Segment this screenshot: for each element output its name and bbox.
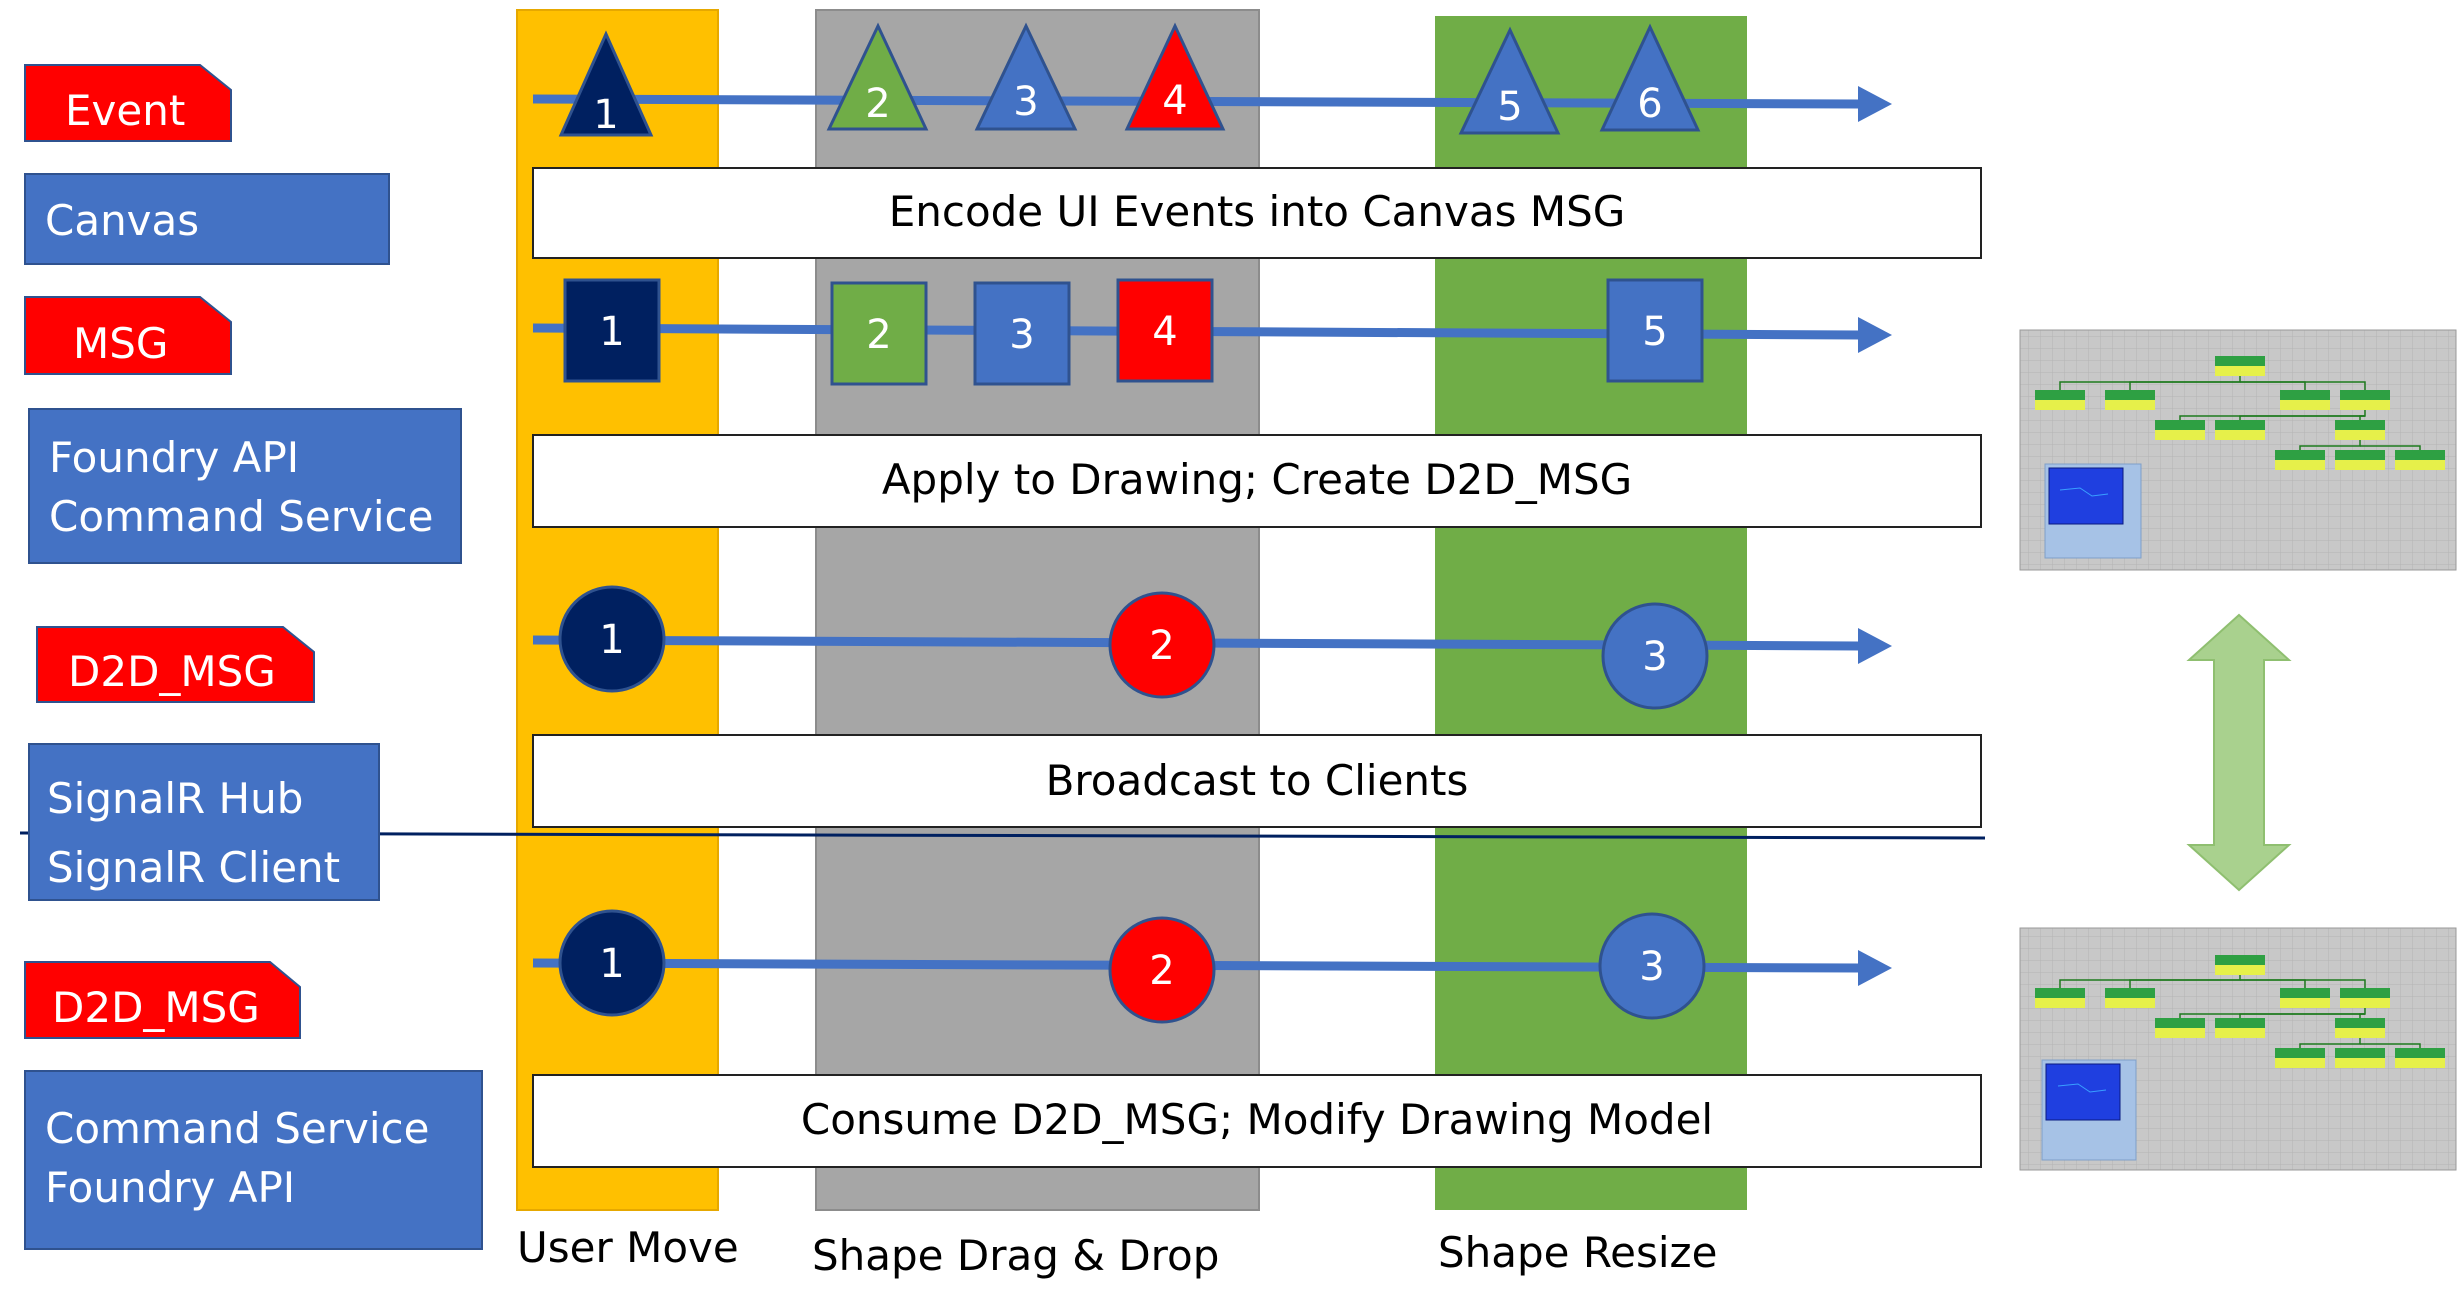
message-square-label: 1 xyxy=(599,309,624,355)
message-square-label: 2 xyxy=(866,312,891,358)
message-square: 5 xyxy=(1606,278,1704,383)
user-move-label: User Move xyxy=(517,1223,739,1272)
message-square-label: 5 xyxy=(1642,309,1667,355)
event-triangle: 5 xyxy=(1458,26,1561,135)
event-triangle-label: 1 xyxy=(593,92,618,138)
hub-d2d-circle-label: 1 xyxy=(599,617,624,663)
message-square: 3 xyxy=(973,281,1071,386)
event-triangle-label: 2 xyxy=(865,81,890,127)
d2d-tag-1 xyxy=(36,626,315,703)
event-tag xyxy=(24,64,232,142)
hub-d2d-circles: 1 2 3 xyxy=(558,585,1709,710)
client-d2d-circle: 2 xyxy=(1108,916,1216,1024)
foundry-command-box xyxy=(28,408,462,564)
event-triangle-label: 4 xyxy=(1162,78,1187,124)
legend: Event Canvas MSG Foundry API Command Ser… xyxy=(24,64,483,1250)
msg-tag xyxy=(24,296,232,375)
event-triangle: 2 xyxy=(826,22,929,131)
foundry-line-2: Command Service xyxy=(49,492,433,541)
drawing-thumbnail-bottom xyxy=(2019,927,2457,1171)
command-foundry-box xyxy=(24,1070,483,1250)
apply-box xyxy=(532,434,1982,528)
event-triangle-label: 6 xyxy=(1637,81,1662,127)
signalr-hub-label: SignalR Hub xyxy=(47,774,303,823)
signalr-client-label: SignalR Client xyxy=(47,843,340,892)
process-boxes: Encode UI Events into Canvas MSG Apply t… xyxy=(532,167,1982,1168)
hub-d2d-circle: 3 xyxy=(1601,602,1709,710)
client-d2d-circle-label: 1 xyxy=(599,941,624,987)
client-d2d-circle-label: 2 xyxy=(1149,948,1174,994)
sync-double-arrow xyxy=(2186,613,2292,892)
hub-d2d-circle-label: 2 xyxy=(1149,623,1174,669)
message-square: 1 xyxy=(563,278,661,383)
apply-label: Apply to Drawing; Create D2D_MSG xyxy=(882,455,1632,504)
client-d2d-circle: 1 xyxy=(558,909,666,1017)
client-d2d-circles: 1 2 3 xyxy=(558,909,1706,1024)
signalr-box xyxy=(28,743,380,901)
canvas-box xyxy=(24,173,390,265)
consume-label: Consume D2D_MSG; Modify Drawing Model xyxy=(801,1095,1713,1144)
event-tag-label: Event xyxy=(65,86,185,135)
message-squares: 1 2 3 4 5 xyxy=(563,278,1704,386)
message-square: 2 xyxy=(830,281,928,386)
client-d2d-circle-label: 3 xyxy=(1639,944,1664,990)
broadcast-label: Broadcast to Clients xyxy=(1046,756,1469,805)
hub-d2d-circle: 1 xyxy=(558,585,666,693)
encode-label: Encode UI Events into Canvas MSG xyxy=(889,187,1626,236)
event-triangle: 6 xyxy=(1599,23,1701,132)
msg-tag-label: MSG xyxy=(73,319,168,368)
canvas-box-label: Canvas xyxy=(45,196,199,245)
command-line-1: Command Service xyxy=(45,1104,429,1153)
client-d2d-circle: 3 xyxy=(1598,912,1706,1020)
message-square-label: 3 xyxy=(1009,312,1034,358)
shape-resize-label: Shape Resize xyxy=(1438,1228,1717,1277)
encode-box xyxy=(532,167,1982,259)
message-square-label: 4 xyxy=(1152,309,1177,355)
event-triangle: 4 xyxy=(1124,22,1226,131)
foundry-line-1: Foundry API xyxy=(49,433,299,482)
d2d-tag-2-label: D2D_MSG xyxy=(52,983,260,1032)
event-triangle: 1 xyxy=(558,30,654,138)
broadcast-box xyxy=(532,734,1982,828)
event-triangle-label: 3 xyxy=(1013,79,1038,125)
command-line-2: Foundry API xyxy=(45,1163,295,1212)
drawing-thumbnail-top xyxy=(2019,329,2457,571)
message-square: 4 xyxy=(1116,278,1214,383)
d2d-tag-1-label: D2D_MSG xyxy=(68,647,276,696)
shape-drag-drop-label: Shape Drag & Drop xyxy=(812,1231,1219,1280)
hub-d2d-circle: 2 xyxy=(1108,591,1216,699)
consume-box xyxy=(532,1074,1982,1168)
d2d-tag-2 xyxy=(24,961,301,1039)
event-triangles: 1 2 3 4 5 6 xyxy=(558,22,1701,138)
event-triangle-label: 5 xyxy=(1497,84,1522,130)
event-triangle: 3 xyxy=(974,22,1078,131)
hub-d2d-circle-label: 3 xyxy=(1642,634,1667,680)
